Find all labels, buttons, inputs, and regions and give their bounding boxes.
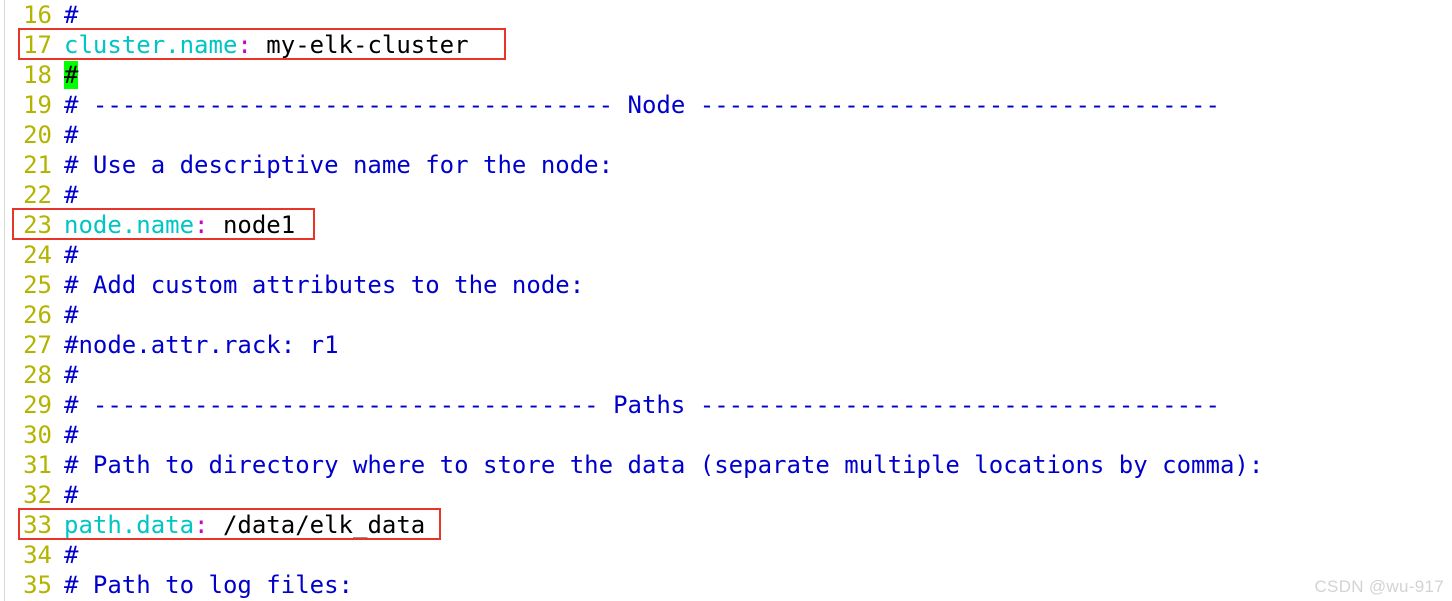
token-colon: :: [194, 211, 209, 239]
code-line[interactable]: 23 node.name: node1: [0, 210, 1452, 240]
code-line-text[interactable]: #: [64, 360, 78, 390]
token-comment: # Path to log files:: [64, 571, 353, 599]
code-line[interactable]: 20 #: [0, 120, 1452, 150]
token-key: cluster.name: [64, 31, 238, 59]
token-comment: #: [64, 181, 79, 209]
token-colon: :: [194, 511, 209, 539]
code-line[interactable]: 34 #: [0, 540, 1452, 570]
code-line[interactable]: 33 path.data: /data/elk_data: [0, 510, 1452, 540]
editor-left-rule: [4, 0, 5, 601]
line-number: 25: [23, 271, 52, 299]
token-comment: #: [64, 541, 79, 569]
code-line-text[interactable]: # ----------------------------------- Pa…: [64, 390, 1220, 420]
code-line[interactable]: 29 # ----------------------------------- …: [0, 390, 1452, 420]
code-line-text[interactable]: # Path to directory where to store the d…: [64, 450, 1263, 480]
code-line[interactable]: 21 # Use a descriptive name for the node:: [0, 150, 1452, 180]
token-comment: # Use a descriptive name for the node:: [64, 151, 614, 179]
token-comment: # ------------------------------------ N…: [64, 91, 1220, 119]
token-value: my-elk-cluster: [251, 31, 469, 59]
line-number: 17: [23, 31, 52, 59]
token-key: path.data: [64, 511, 195, 539]
code-line[interactable]: 17 cluster.name: my-elk-cluster: [0, 30, 1452, 60]
line-number: 18: [23, 61, 52, 89]
line-number: 24: [23, 241, 52, 269]
token-comment: # Path to directory where to store the d…: [64, 451, 1264, 479]
code-line-text[interactable]: # ------------------------------------ N…: [64, 90, 1220, 120]
code-line-text[interactable]: #: [64, 120, 78, 150]
code-line-text[interactable]: #: [64, 300, 78, 330]
code-line-text[interactable]: #node.attr.rack: r1: [64, 330, 339, 360]
code-line[interactable]: 16 #: [0, 0, 1452, 30]
line-number: 16: [23, 1, 52, 29]
code-line-text[interactable]: #: [64, 60, 79, 90]
line-number: 20: [23, 121, 52, 149]
code-line[interactable]: 25 # Add custom attributes to the node:: [0, 270, 1452, 300]
code-line-text[interactable]: #: [64, 420, 78, 450]
code-line[interactable]: 31 # Path to directory where to store the…: [0, 450, 1452, 480]
line-number: 34: [23, 541, 52, 569]
token-comment: # ----------------------------------- Pa…: [64, 391, 1220, 419]
code-line[interactable]: 22 #: [0, 180, 1452, 210]
token-key: node.name: [64, 211, 195, 239]
code-line-text[interactable]: path.data: /data/elk_data: [64, 510, 425, 540]
code-line-text[interactable]: #: [64, 240, 78, 270]
line-number: 22: [23, 181, 52, 209]
token-comment: # Add custom attributes to the node:: [64, 271, 585, 299]
token-comment: #: [64, 1, 79, 29]
line-number: 19: [23, 91, 52, 119]
code-line-text[interactable]: # Use a descriptive name for the node:: [64, 150, 613, 180]
code-line[interactable]: 24 #: [0, 240, 1452, 270]
code-line[interactable]: 27 #node.attr.rack: r1: [0, 330, 1452, 360]
line-number: 23: [23, 211, 52, 239]
code-line-text[interactable]: cluster.name: my-elk-cluster: [64, 30, 469, 60]
line-number: 33: [23, 511, 52, 539]
code-line-text[interactable]: #: [64, 0, 78, 30]
token-comment: #: [64, 121, 79, 149]
token-comment: #node.attr.rack: r1: [64, 331, 339, 359]
token-colon: :: [237, 31, 252, 59]
code-line-text[interactable]: #: [64, 180, 78, 210]
code-line[interactable]: 32 #: [0, 480, 1452, 510]
line-number: 32: [23, 481, 52, 509]
token-value: /data/elk_data: [208, 511, 426, 539]
code-line[interactable]: 35 # Path to log files:: [0, 570, 1452, 600]
token-comment: #: [64, 421, 79, 449]
line-number: 30: [23, 421, 52, 449]
csdn-watermark: CSDN @wu-917: [1314, 577, 1444, 596]
line-number: 26: [23, 301, 52, 329]
code-line-text[interactable]: # Path to log files:: [64, 570, 353, 600]
token-comment: #: [64, 361, 79, 389]
code-line[interactable]: 28 #: [0, 360, 1452, 390]
token-comment: #: [64, 481, 79, 509]
code-line[interactable]: 26 #: [0, 300, 1452, 330]
code-line[interactable]: 19 # ------------------------------------…: [0, 90, 1452, 120]
line-number: 28: [23, 361, 52, 389]
line-number: 21: [23, 151, 52, 179]
line-number: 35: [23, 571, 52, 599]
line-number: 29: [23, 391, 52, 419]
token-comment: #: [64, 301, 79, 329]
code-line-text[interactable]: node.name: node1: [64, 210, 295, 240]
code-line-text[interactable]: # Add custom attributes to the node:: [64, 270, 584, 300]
token-cursor[interactable]: #: [64, 61, 79, 89]
token-value: node1: [208, 211, 296, 239]
code-line-text[interactable]: #: [64, 480, 78, 510]
code-line-text[interactable]: #: [64, 540, 78, 570]
line-number: 31: [23, 451, 52, 479]
token-comment: #: [64, 241, 79, 269]
code-line[interactable]: 30 #: [0, 420, 1452, 450]
line-number: 27: [23, 331, 52, 359]
code-line[interactable]: 18 #: [0, 60, 1452, 90]
